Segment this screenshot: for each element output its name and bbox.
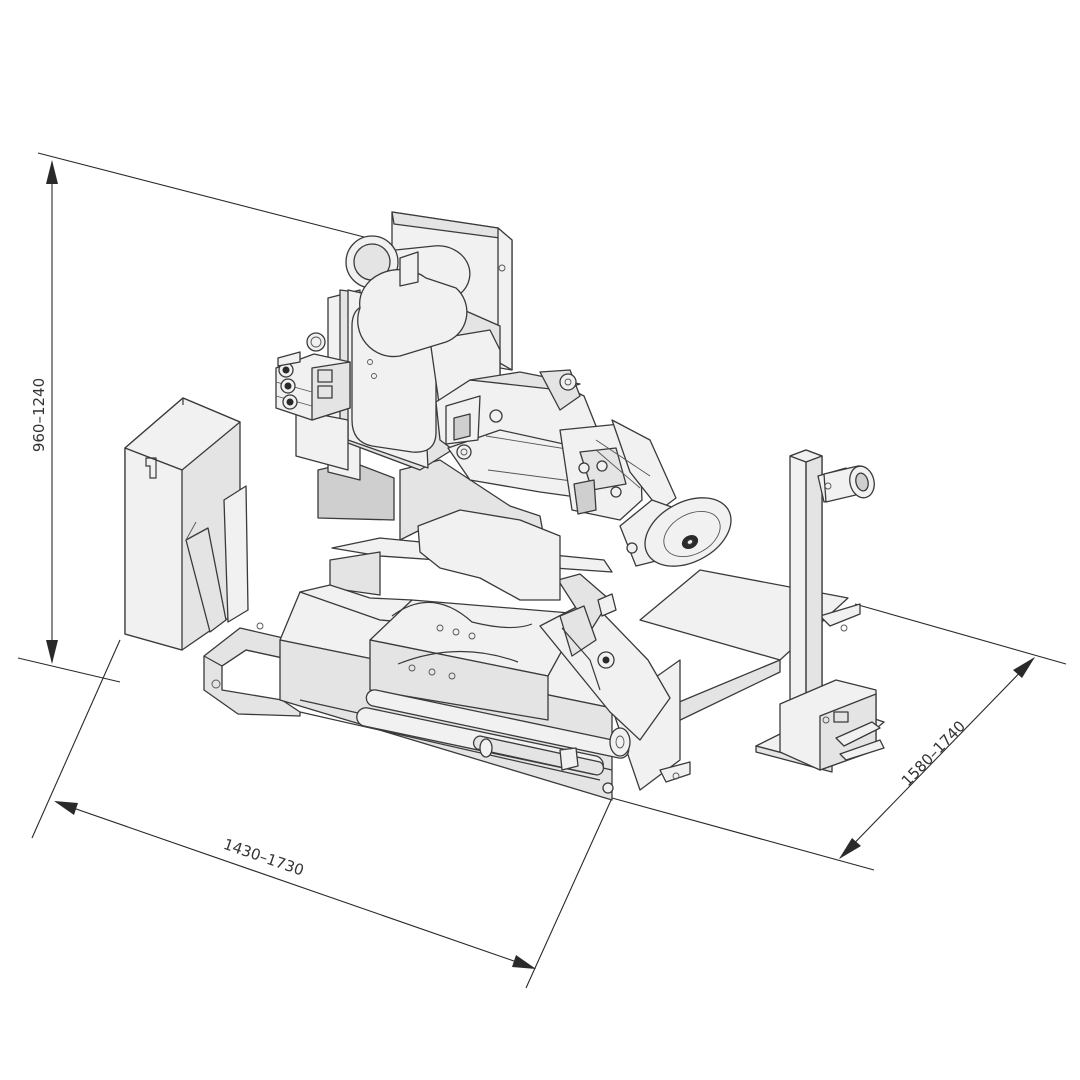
height-dimension-label: 960–1240: [30, 378, 48, 452]
carriage-slide: [299, 584, 611, 721]
left-control-cabinet: [124, 397, 249, 651]
bead-tool-head: [559, 419, 677, 521]
width-dimension-label: 1430–1730: [221, 835, 306, 880]
motor-cylinder: [345, 235, 471, 358]
height-dimension: 960–1240: [17, 152, 369, 683]
hydraulic-cylinders: [356, 689, 631, 794]
right-pillar-stand: [755, 449, 885, 773]
depth-dimension-label: 1580–1740: [898, 717, 969, 790]
lower-clamp-arm: [539, 573, 671, 741]
valve-block: [275, 332, 351, 421]
pillar-lamp: [817, 465, 875, 503]
bead-breaker-disc: [619, 497, 732, 567]
center-column: [317, 459, 561, 601]
